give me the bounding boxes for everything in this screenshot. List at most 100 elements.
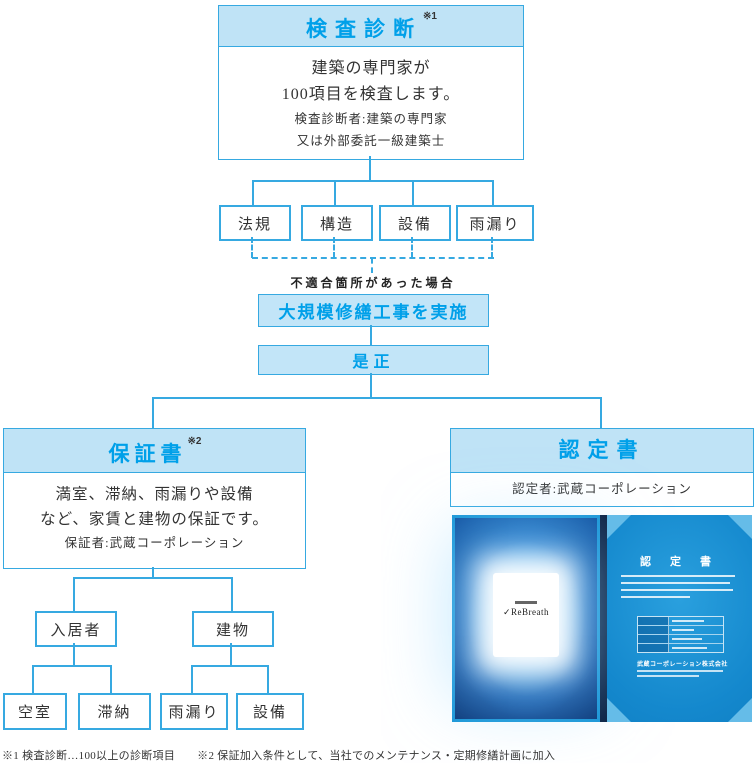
inspection-panel: 検査診断※1 建築の専門家が 100項目を検査します。 検査診断者:建築の専門家… xyxy=(218,5,524,160)
vacancy-box: 空室 xyxy=(3,693,67,730)
dashed-merge-line xyxy=(252,257,494,259)
connector-warranty-down xyxy=(152,567,154,579)
connector-category-stub-3 xyxy=(412,180,414,206)
connector-building-split xyxy=(191,665,269,667)
certification-subline: 認定者:武蔵コーポレーション xyxy=(512,482,692,496)
footnote-1: ※1 検査診断…100以上の診断項目 xyxy=(2,750,176,762)
category-label: 設備 xyxy=(397,216,432,233)
inspection-body: 建築の専門家が 100項目を検査します。 検査診断者:建築の専門家 又は外部委託… xyxy=(219,47,523,159)
inspection-line-1: 建築の専門家が xyxy=(311,60,431,77)
warranty-panel: 保証書※2 満室、滞納、雨漏りや設備 など、家賃と建物の保証です。 保証者:武蔵… xyxy=(3,428,306,569)
corner-decoration-icon xyxy=(607,515,631,539)
connector-to-building xyxy=(231,577,233,611)
table-key-cell xyxy=(638,626,669,634)
certificate-table-row xyxy=(638,635,723,644)
connector-inspection-down xyxy=(369,156,371,182)
corner-decoration-icon xyxy=(607,698,631,722)
warranty-body: 満室、滞納、雨漏りや設備 など、家賃と建物の保証です。 保証者:武蔵コーポレーシ… xyxy=(4,473,305,568)
table-key-cell xyxy=(638,644,669,652)
certificate-company-name: 武蔵コーポレーション株式会社 xyxy=(637,662,728,668)
connector-tenant-down xyxy=(73,643,75,667)
inspection-line-2: 100項目を検査します。 xyxy=(281,85,461,103)
leak-box: 雨漏り xyxy=(160,693,228,730)
connector-repair-correction xyxy=(370,325,372,345)
certificate-table xyxy=(637,616,724,653)
table-value-cell xyxy=(669,617,723,625)
connector-correction-down xyxy=(370,373,372,399)
building-box: 建物 xyxy=(192,611,274,647)
dashed-stub-3 xyxy=(411,237,413,258)
text-bar xyxy=(621,589,733,591)
inspection-header: 検査診断※1 xyxy=(219,6,523,47)
table-value-cell xyxy=(669,635,723,643)
repair-box: 大規模修繕工事を実施 xyxy=(258,294,489,327)
connector-warranty-split xyxy=(73,577,233,579)
connector-to-vacancy xyxy=(32,665,34,693)
certification-panel: 認定書 認定者:武蔵コーポレーション xyxy=(450,428,754,507)
text-bar xyxy=(621,596,691,598)
certificate-table-row xyxy=(638,617,723,626)
check-icon: ✓ xyxy=(502,607,512,617)
connector-categories-split xyxy=(252,180,494,182)
category-box-leak: 雨漏り xyxy=(456,205,534,241)
table-value-cell xyxy=(669,626,723,634)
certificate-table-row xyxy=(638,644,723,652)
inspection-subline-2: 又は外部委託一級建築士 xyxy=(296,134,446,149)
arrears-box: 滞納 xyxy=(78,693,151,730)
noncompliance-label: 不適合箇所があった場合 xyxy=(290,276,456,290)
certificate-document-title: 認 定 書 xyxy=(639,556,720,568)
repair-label: 大規模修繕工事を実施 xyxy=(278,303,469,322)
category-box-legal: 法規 xyxy=(219,205,291,241)
connector-to-arrears xyxy=(110,665,112,693)
warranty-title: 保証書 xyxy=(108,443,187,466)
warranty-line-1: 満室、滞納、雨漏りや設備 xyxy=(55,486,254,503)
connector-tenant-split xyxy=(32,665,112,667)
connector-category-stub-2 xyxy=(334,180,336,206)
certificate-document-photo: 認 定 書 武蔵コーポレーション株式会社 xyxy=(607,515,752,722)
tenant-box: 入居者 xyxy=(35,611,117,647)
connector-to-leak2 xyxy=(191,665,193,693)
text-bar xyxy=(621,575,736,577)
inspection-subline-1: 検査診断者:建築の専門家 xyxy=(294,111,448,126)
table-key-cell xyxy=(638,617,669,625)
warranty-header: 保証書※2 xyxy=(4,429,305,473)
warranty-note-ref: ※2 xyxy=(187,436,202,447)
certificate-photo: ✓ReBreath 認 定 書 武蔵コーポレーション株式会社 xyxy=(452,515,752,722)
table-key-cell xyxy=(638,635,669,643)
connector-category-stub-1 xyxy=(252,180,254,206)
connector-bottom-split xyxy=(153,397,602,399)
rebreath-card-photo: ✓ReBreath xyxy=(452,515,600,722)
rebreath-brand-text: ReBreath xyxy=(511,607,550,617)
connector-to-equipment2 xyxy=(267,665,269,693)
certification-title: 認定書 xyxy=(558,439,646,462)
inspection-note-ref: ※1 xyxy=(423,11,437,22)
card-small-text-bar xyxy=(515,601,537,604)
category-box-equipment: 設備 xyxy=(379,205,451,241)
footnote-2: ※2 保証加入条件として、当社でのメンテナンス・定期修繕計画に加入 xyxy=(197,750,556,762)
equipment-label: 設備 xyxy=(252,705,287,721)
rebreath-card: ✓ReBreath xyxy=(493,573,559,657)
correction-label: 是正 xyxy=(352,354,395,371)
corner-decoration-icon xyxy=(728,698,752,722)
building-label: 建物 xyxy=(215,622,250,639)
corner-decoration-icon xyxy=(728,515,752,539)
category-box-structure: 構造 xyxy=(301,205,373,241)
dashed-center-down xyxy=(371,258,373,273)
rebreath-logo: ✓ReBreath xyxy=(493,607,559,618)
inspection-title: 検査診断 xyxy=(306,18,423,41)
category-label: 雨漏り xyxy=(469,216,521,233)
dashed-stub-2 xyxy=(333,237,335,258)
certificate-table-row xyxy=(638,626,723,635)
text-bar xyxy=(621,582,731,584)
connector-building-down xyxy=(230,643,232,667)
dashed-stub-1 xyxy=(251,237,253,258)
certificate-address-bar xyxy=(637,670,723,672)
connector-to-warranty xyxy=(152,397,154,428)
connector-category-stub-4 xyxy=(492,180,494,206)
arrears-label: 滞納 xyxy=(97,705,132,721)
certificate-paragraph xyxy=(621,575,740,603)
tenant-label: 入居者 xyxy=(50,622,102,639)
dashed-stub-4 xyxy=(491,237,493,258)
leak-label: 雨漏り xyxy=(168,705,220,721)
